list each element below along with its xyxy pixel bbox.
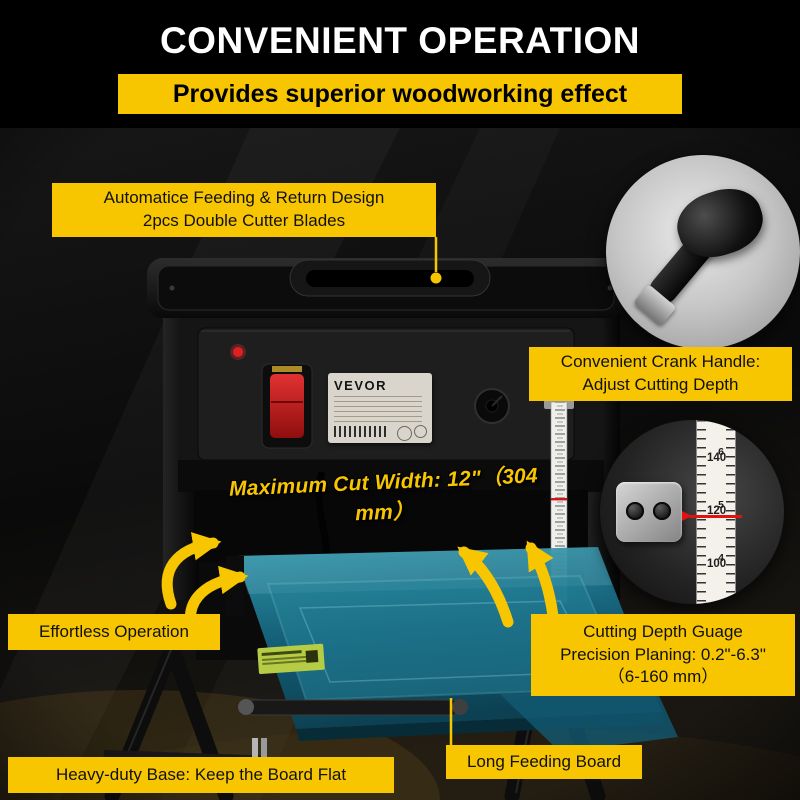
subtitle-banner: Provides superior woodworking effect	[118, 74, 682, 114]
callout-effortless-operation: Effortless Operation	[8, 614, 220, 650]
ruler-mm-label: 140	[707, 452, 727, 464]
ruler-inch-label: 4	[718, 552, 724, 564]
ruler-ticks-left	[697, 420, 706, 604]
brand-text: VEVOR	[334, 378, 388, 393]
ruler-inch-label: 5	[718, 499, 724, 511]
callout-auto-feeding: Automatice Feeding & Return Design 2pcs …	[52, 183, 436, 237]
callout-line: （6-160 mm）	[607, 667, 719, 687]
callout-line: Cutting Depth Guage	[583, 621, 743, 641]
label-cert-marks	[397, 425, 427, 441]
callout-line: Automatice Feeding & Return Design	[103, 188, 385, 208]
depth-gauge-inset: 140 120 100 6 5 4	[600, 420, 784, 604]
callout-line: Long Feeding Board	[466, 751, 622, 771]
callout-depth-gauge: Cutting Depth Guage Precision Planing: 0…	[531, 614, 795, 696]
callout-line: Convenient Crank Handle:	[560, 352, 761, 372]
ruler-ticks-right	[726, 420, 735, 604]
callout-line: Adjust Cutting Depth	[582, 375, 739, 394]
label-fine-print	[334, 396, 422, 422]
callout-connectors	[430, 237, 453, 746]
callout-line: Effortless Operation	[39, 621, 189, 641]
ruler-inch-label: 6	[718, 446, 724, 458]
arrow-left-upper	[161, 532, 222, 610]
callout-crank-handle: Convenient Crank Handle: Adjust Cutting …	[529, 347, 792, 401]
arrow-center-right	[525, 540, 559, 622]
bracket-screw	[626, 502, 644, 520]
ruler-mm-label: 120	[707, 505, 727, 517]
callout-dot	[430, 272, 442, 284]
gauge-bracket	[616, 482, 682, 542]
gauge-indicator-line	[690, 515, 742, 518]
gauge-pointer	[682, 511, 692, 521]
callout-line: Heavy-duty Base: Keep the Board Flat	[55, 764, 347, 784]
callout-heavy-duty-base: Heavy-duty Base: Keep the Board Flat	[8, 757, 394, 793]
bracket-screw	[653, 502, 671, 520]
crank-handle-inset	[606, 155, 800, 349]
ruler-mm-label: 100	[707, 558, 727, 570]
callout-line: Precision Planing: 0.2"-6.3"	[560, 644, 766, 664]
label-barcode	[334, 426, 386, 437]
callout-feeding-board: Long Feeding Board	[446, 745, 642, 779]
gauge-ruler: 140 120 100 6 5 4	[696, 420, 736, 604]
callout-line: 2pcs Double Cutter Blades	[142, 211, 346, 230]
page-title: CONVENIENT OPERATION	[159, 20, 641, 61]
arrow-center-left	[457, 546, 514, 628]
machine-label: VEVOR	[328, 373, 432, 443]
subtitle-text: Provides superior woodworking effect	[172, 79, 628, 108]
